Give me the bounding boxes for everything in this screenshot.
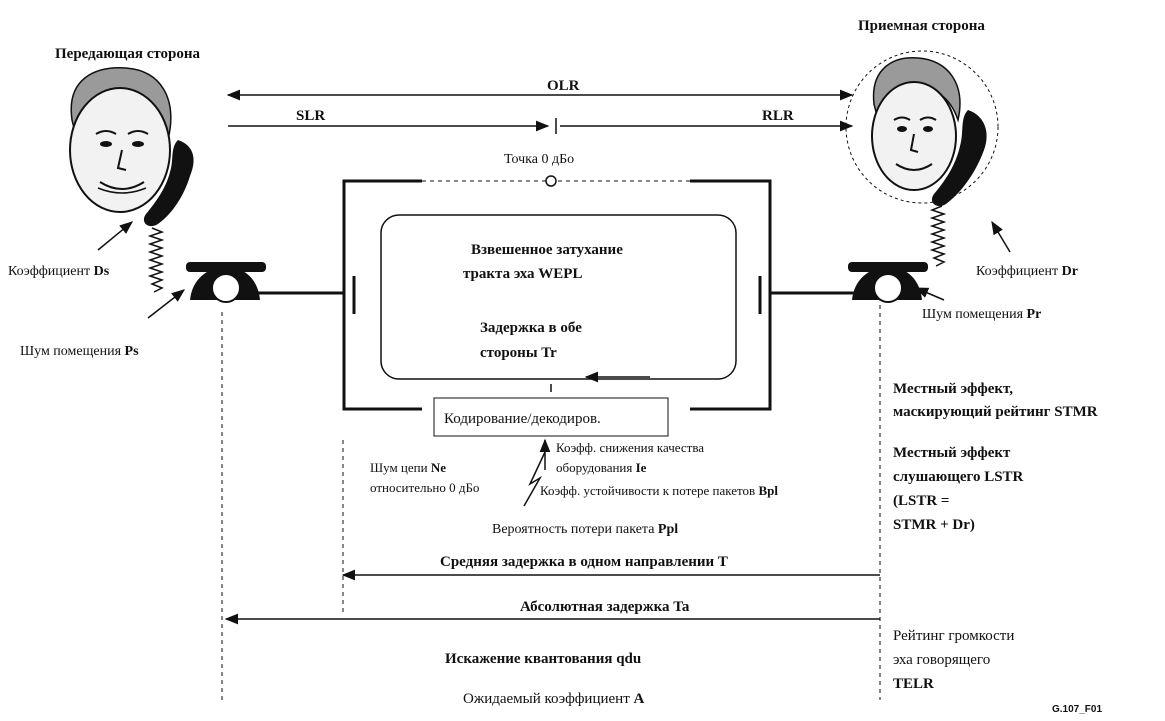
rlr-label: RLR xyxy=(762,108,794,124)
ps-pointer-arrow xyxy=(147,289,186,319)
ps-label: Шум помещения Ps xyxy=(20,344,139,359)
tr-line1: Задержка в обе xyxy=(480,320,582,336)
dr-pointer-arrow xyxy=(991,220,1011,253)
lstr-line1: Местный эффект xyxy=(893,445,1011,461)
ne-line2: относительно 0 дБо xyxy=(370,480,479,495)
sender-coil-cord xyxy=(147,227,165,293)
absolute-delay-label: Абсолютная задержка Ta xyxy=(520,599,690,615)
receiver-title: Приемная сторона xyxy=(858,18,985,34)
qdu-label: Искажение квантования qdu xyxy=(445,651,641,667)
slr-label: SLR xyxy=(296,108,325,124)
stmr-line2: маскирующий рейтинг STMR xyxy=(893,404,1098,420)
ie-line1: Коэфф. снижения качества xyxy=(556,440,704,455)
ds-label: Коэффициент Ds xyxy=(8,264,110,279)
ds-pointer-arrow xyxy=(97,221,134,251)
impairment-lightning xyxy=(523,451,546,507)
sender-telephone-icon xyxy=(186,262,266,303)
sender-title: Передающая сторона xyxy=(55,46,201,62)
stmr-line1: Местный эффект, xyxy=(893,381,1013,397)
codec-label: Кодирование/декодиров. xyxy=(444,411,601,427)
ne-line1: Шум цепи Ne xyxy=(370,460,446,475)
receiver-coil-cord xyxy=(929,205,947,267)
lstr-line4: STMR + Dr) xyxy=(893,517,975,533)
receiver-head-dashed-circle xyxy=(845,50,999,204)
receiver-telephone-icon xyxy=(848,262,928,303)
telr-line2: эха говорящего xyxy=(893,652,990,668)
codec-box xyxy=(433,397,669,437)
lstr-line3: (LSTR = xyxy=(893,493,949,509)
receiver-face-icon xyxy=(871,57,961,191)
lstr-line2: слушающего LSTR xyxy=(893,469,1024,485)
zero-point-node xyxy=(545,175,557,187)
olr-label: OLR xyxy=(547,78,580,94)
wepl-line1: Взвешенное затухание xyxy=(471,242,623,258)
telr-line1: Рейтинг громкости xyxy=(893,628,1014,644)
figure-code: G.107_F01 xyxy=(1052,704,1102,715)
a-label: Ожидаемый коэффициент A xyxy=(463,691,645,707)
ie-line2: оборудования Ie xyxy=(556,460,647,475)
tr-line2: стороны Tr xyxy=(480,345,557,361)
receiver-handset-icon xyxy=(931,110,987,207)
bpl-label: Коэфф. устойчивости к потере пакетов Bpl xyxy=(540,483,778,498)
telr-line3: TELR xyxy=(893,676,934,692)
sender-face-icon xyxy=(69,67,172,213)
echo-loop xyxy=(380,214,737,380)
ppl-label: Вероятность потери пакета Ppl xyxy=(492,522,678,537)
network-frame xyxy=(342,175,772,411)
zero-point-label: Точка 0 дБо xyxy=(504,152,574,167)
pr-pointer-arrow xyxy=(914,287,945,301)
sender-handset-icon xyxy=(143,140,194,227)
mean-delay-label: Средняя задержка в одном направлении T xyxy=(440,554,728,570)
pr-label: Шум помещения Pr xyxy=(922,307,1041,322)
wepl-line2: тракта эха WEPL xyxy=(463,266,582,282)
dr-label: Коэффициент Dr xyxy=(976,264,1078,279)
